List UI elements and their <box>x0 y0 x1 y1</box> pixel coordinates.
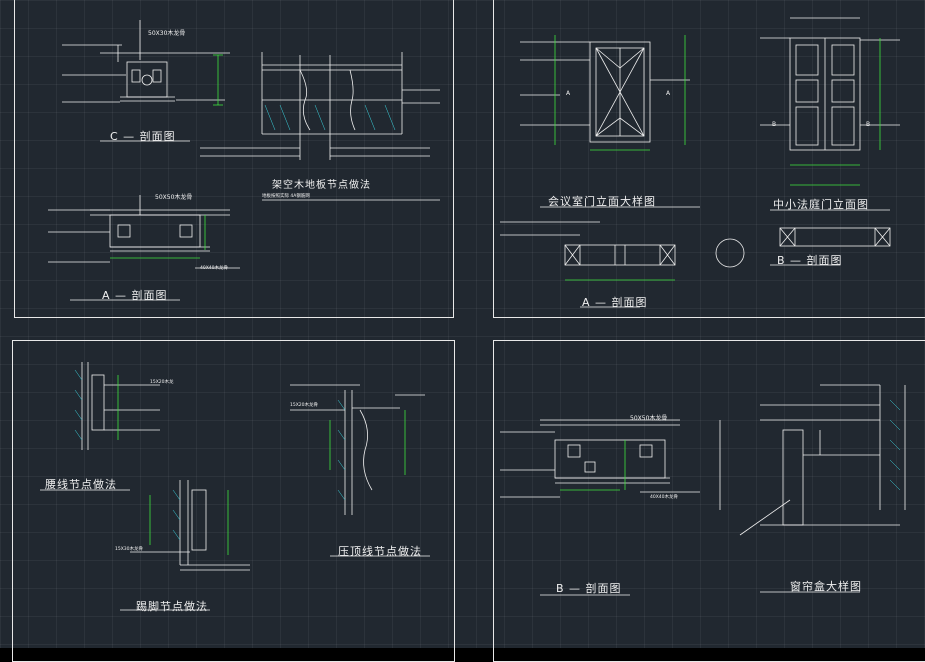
hatch-fills <box>74 104 901 541</box>
label-40x40-br: 40X40木龙骨 <box>650 495 679 500</box>
label-15x30: 15X30木龙骨 <box>115 547 144 552</box>
b-section-tr-drawing <box>715 227 891 268</box>
background-grid <box>0 0 925 648</box>
title-waist-line: 腰线节点做法 <box>45 478 117 491</box>
label-40x40: 40X40木龙骨 <box>200 266 229 271</box>
title-curtain-box: 窗帘盒大样图 <box>790 580 862 593</box>
label-floor-note: 地板按照实际 4A钢筋网 <box>262 194 310 199</box>
b-section-br-drawing <box>500 419 700 596</box>
a-section-tr-drawing <box>500 221 676 308</box>
waist-line-drawing <box>40 362 160 491</box>
title-meeting-door: 会议室门立面大样图 <box>548 195 656 208</box>
raised-floor-drawing <box>200 52 440 201</box>
label-letter-b2: B <box>866 121 871 128</box>
small-court-door-drawing <box>760 17 900 211</box>
curtain-box-drawing <box>739 384 906 593</box>
title-skirting: 踢脚节点做法 <box>136 600 208 613</box>
title-small-court-door: 中小法庭门立面图 <box>773 198 869 211</box>
sheet-top-left <box>14 0 454 318</box>
label-15x20-b: 15X20木龙骨 <box>290 403 319 408</box>
crown-line-drawing <box>290 384 430 557</box>
skirting-drawing <box>120 480 250 611</box>
title-a-section-tl: A — 剖面图 <box>102 289 168 302</box>
label-15x20: 15X20木龙 <box>150 380 174 385</box>
meeting-door-drawing <box>520 41 700 208</box>
c-section-drawing <box>62 20 230 103</box>
title-c-section: C — 剖面图 <box>110 130 176 143</box>
title-crown-line: 压顶线节点做法 <box>338 545 422 558</box>
label-50x30-a: 50X30木龙骨 <box>148 30 186 37</box>
title-b-section-tr: B — 剖面图 <box>777 254 843 267</box>
sheet-top-right <box>493 0 925 318</box>
a-section-tl-drawing <box>48 195 240 269</box>
title-raised-floor: 架空木地板节点做法 <box>272 180 371 191</box>
label-letter-a2: A <box>666 90 671 97</box>
cad-linework <box>40 17 906 611</box>
label-50x50-br: 50X50木龙骨 <box>630 415 668 422</box>
title-a-section-tr: A — 剖面图 <box>582 296 648 309</box>
label-50x50: 50X50木龙骨 <box>155 194 193 201</box>
label-letter-b1: B <box>772 121 777 128</box>
title-b-section-br: B — 剖面图 <box>556 582 622 595</box>
label-letter-a1: A <box>566 90 571 97</box>
